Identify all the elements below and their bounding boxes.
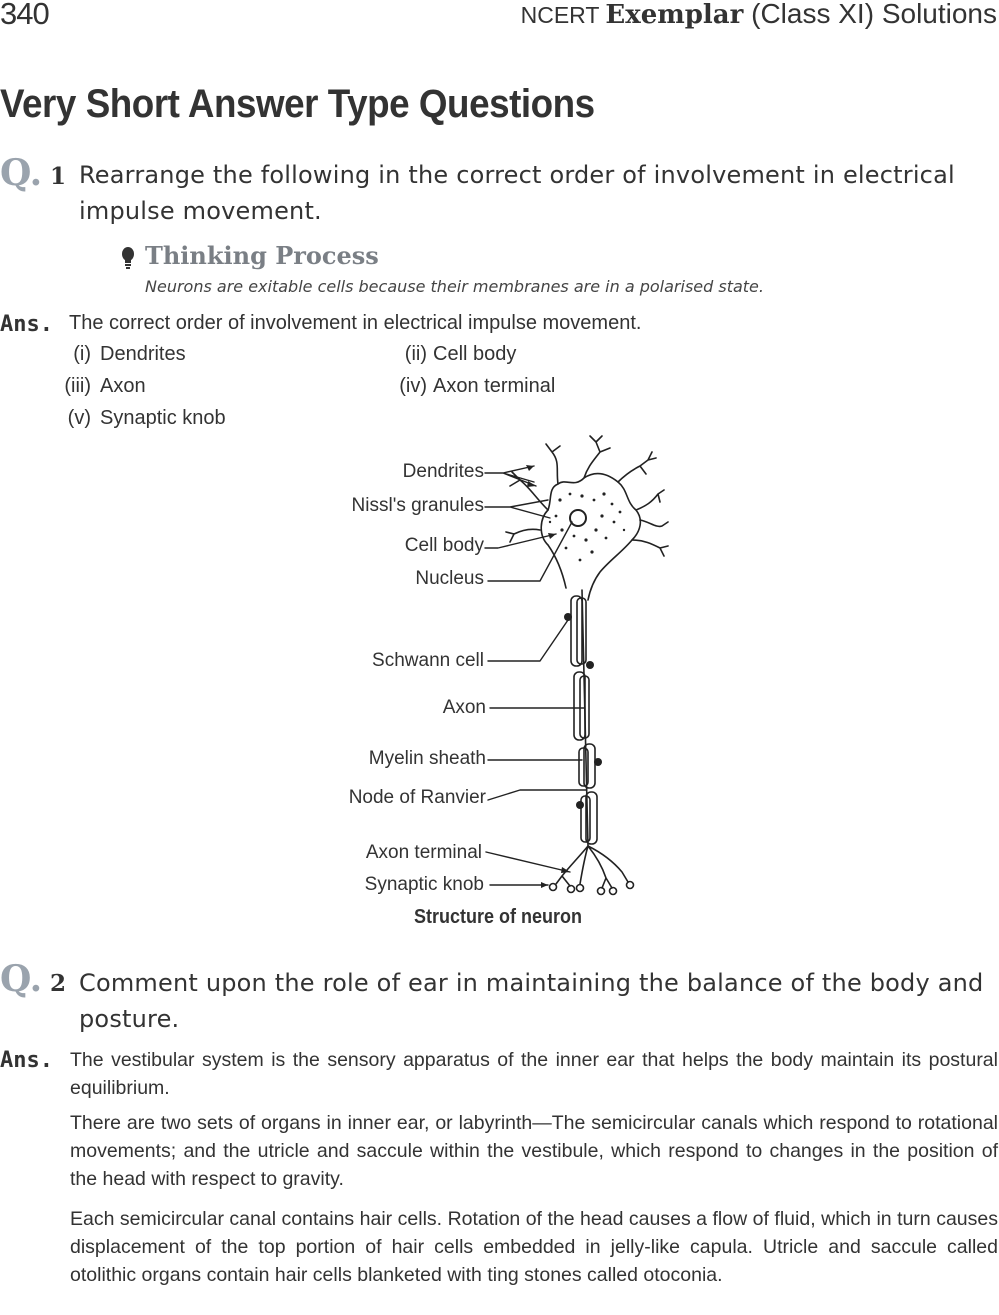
list-num-4: (iv) (399, 375, 427, 397)
arrowhead (527, 481, 536, 487)
bulb-icon (120, 246, 136, 275)
label-schwann-cell: Schwann cell (372, 650, 484, 671)
label-cell-body: Cell body (404, 535, 484, 556)
list-item-dendrites: Dendrites (100, 343, 186, 365)
running-header-exemplar: Exemplar (605, 0, 744, 30)
myelin-segment (579, 675, 590, 739)
q2-mark: Q. (0, 958, 43, 1000)
label-synaptic-knob: Synaptic knob (364, 874, 484, 895)
list-num-1: (i) (73, 343, 91, 365)
schwann-nucleus (576, 801, 584, 809)
q1-number: 1 (50, 163, 67, 190)
list-num-2: (ii) (404, 343, 427, 365)
figure-caption: Structure of neuron (413, 906, 582, 928)
leader-nissl (484, 499, 551, 519)
myelin-segment (573, 671, 586, 741)
running-header-ncert: NCERT (520, 2, 606, 28)
dendrite-branch (635, 489, 665, 511)
q2-answer-label: Ans. (0, 1048, 53, 1073)
running-header-class: (Class XI) Solutions (743, 0, 997, 29)
schwann-nucleus (564, 613, 572, 621)
arrowhead (541, 882, 548, 888)
schwann-nucleus (594, 758, 602, 766)
neuron-diagram (330, 432, 670, 902)
q2-number: 2 (50, 970, 67, 997)
synaptic-knobs (548, 880, 635, 896)
list-num-5: (v) (67, 407, 91, 429)
arrowhead (561, 867, 570, 873)
q1-answer-intro: The correct order of involvement in elec… (69, 312, 642, 334)
leader-nucleus (487, 521, 573, 582)
dendrite-branch (505, 528, 541, 543)
list-item-synaptic-knob: Synaptic knob (100, 407, 226, 429)
arrowhead (548, 533, 556, 539)
list-item-axon-terminal: Axon terminal (433, 375, 556, 397)
thinking-process-body: Neurons are exitable cells because their… (145, 277, 764, 296)
q2-text-line1: Comment upon the role of ear in maintain… (79, 969, 984, 997)
list-item-cell-body: Cell body (433, 343, 517, 365)
label-nissl-granules: Nissl's granules (351, 495, 484, 516)
myelin-segment (585, 791, 598, 845)
q2-answer-para1: The vestibular system is the sensory app… (70, 1049, 998, 1099)
axon-terminal-branches (555, 845, 629, 889)
label-axon: Axon (442, 697, 486, 718)
schwann-nucleus (586, 661, 594, 669)
dendrite-branch (545, 443, 561, 485)
q2-text-line2: posture. (79, 1005, 180, 1033)
nucleus-shape (569, 509, 587, 527)
myelin-segment (583, 743, 596, 789)
arrowhead (526, 465, 534, 471)
q2-answer-para2: There are two sets of organs in inner ea… (70, 1112, 998, 1190)
q1-mark: Q. (0, 152, 43, 194)
thinking-process-title: Thinking Process (145, 241, 379, 270)
q1-text-line2: impulse movement. (79, 197, 322, 225)
leader-cell-body (484, 533, 557, 549)
dendrite-branch (631, 519, 669, 557)
leader-ranvier (487, 789, 587, 801)
myelin-segment (570, 595, 583, 667)
dendrite-branch (583, 435, 611, 479)
q2-answer-para3: Each semicircular canal contains hair ce… (70, 1208, 998, 1286)
myelin-segment (578, 747, 589, 787)
myelin-segment (580, 795, 591, 843)
label-axon-terminal: Axon terminal (365, 842, 482, 863)
q1-answer-label: Ans. (0, 312, 53, 337)
label-node-of-ranvier: Node of Ranvier (348, 787, 486, 808)
list-num-3: (iii) (64, 375, 91, 397)
leader-schwann (487, 619, 569, 662)
cell-body-outline (540, 472, 642, 601)
page-number: 340 (0, 0, 50, 31)
myelin-segment (576, 597, 587, 665)
dendrite-branch (617, 451, 657, 483)
leader-axon-terminal (485, 851, 571, 873)
q1-text-line1: Rearrange the following in the correct o… (79, 161, 955, 189)
label-nucleus: Nucleus (415, 568, 484, 589)
list-item-axon: Axon (100, 375, 146, 397)
label-dendrites: Dendrites (402, 461, 484, 482)
running-header: NCERT Exemplar (Class XI) Solutions (521, 0, 997, 30)
section-title: Very Short Answer Type Questions (0, 82, 595, 126)
label-myelin-sheath: Myelin sheath (368, 748, 486, 769)
nissl-granules (548, 492, 626, 562)
